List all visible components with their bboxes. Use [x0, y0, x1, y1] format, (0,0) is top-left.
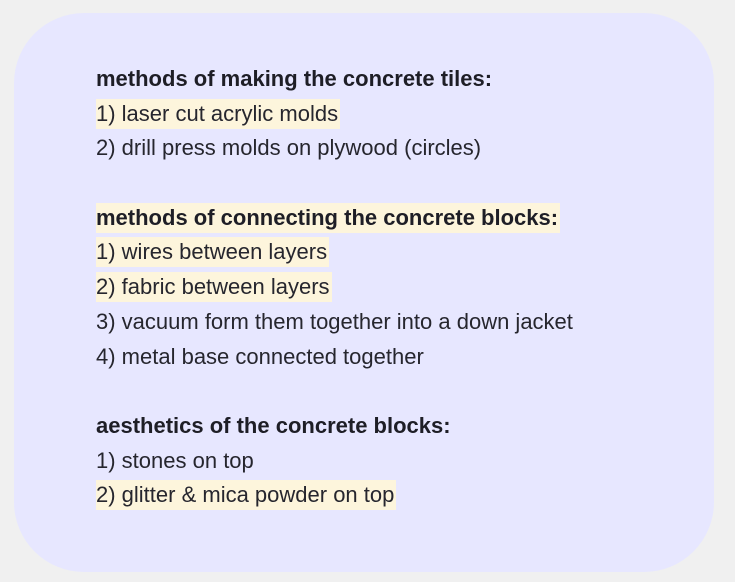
highlighted-item-text: 1) wires between layers — [96, 237, 330, 268]
spacer — [96, 166, 573, 201]
highlighted-item-text: 1) laser cut acrylic molds — [96, 98, 341, 129]
list-item: 2) fabric between layers — [96, 270, 573, 305]
item-text: 4) metal base connected together — [96, 343, 424, 369]
list-item: 4) metal base connected together — [96, 340, 573, 375]
heading-text: aesthetics of the concrete blocks: — [96, 412, 451, 438]
section-heading-connecting-blocks: methods of connecting the concrete block… — [96, 201, 573, 236]
highlighted-item-text: 2) fabric between layers — [96, 272, 332, 303]
list-item: 1) laser cut acrylic molds — [96, 97, 573, 132]
item-text: 1) stones on top — [96, 447, 254, 473]
list-item: 1) wires between layers — [96, 235, 573, 270]
list-item: 1) stones on top — [96, 444, 573, 479]
spacer — [96, 374, 573, 409]
note-content: methods of making the concrete tiles: 1)… — [96, 62, 573, 513]
note-card: methods of making the concrete tiles: 1)… — [14, 13, 714, 572]
section-heading-aesthetics: aesthetics of the concrete blocks: — [96, 409, 573, 444]
item-text: 2) drill press molds on plywood (circles… — [96, 135, 482, 161]
heading-text: methods of making the concrete tiles: — [96, 66, 493, 91]
list-item: 2) glitter & mica powder on top — [96, 478, 573, 513]
section-heading-making-tiles: methods of making the concrete tiles: — [96, 62, 573, 97]
highlighted-item-text: 2) glitter & mica powder on top — [96, 480, 397, 511]
item-text: 3) vacuum form them together into a down… — [96, 308, 573, 334]
list-item: 3) vacuum form them together into a down… — [96, 305, 573, 340]
highlighted-heading-text: methods of connecting the concrete block… — [96, 202, 561, 233]
list-item: 2) drill press molds on plywood (circles… — [96, 131, 573, 166]
